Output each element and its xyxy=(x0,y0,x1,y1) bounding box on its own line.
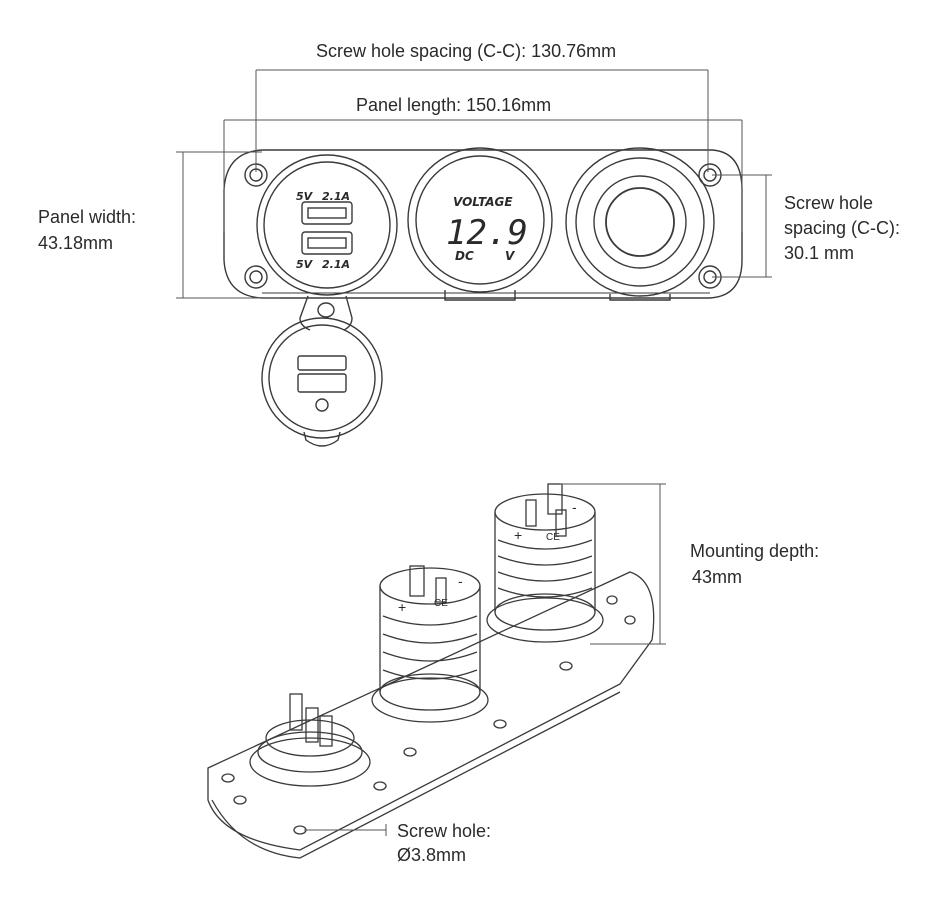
dimension-lines xyxy=(176,69,772,299)
voltmeter-unit-label: V xyxy=(505,249,516,263)
voltmeter xyxy=(407,147,553,301)
usb-dust-cap xyxy=(261,295,383,447)
screw-hole-bottom-left xyxy=(244,265,268,289)
power-socket xyxy=(565,147,715,301)
plate-holes xyxy=(221,595,636,835)
usb-top-current: 2.1A xyxy=(322,190,350,203)
front-view xyxy=(223,147,743,447)
usb-bottom-current: 2.1A xyxy=(322,258,350,271)
terminal-plus-rear: + xyxy=(514,527,522,543)
front-socket xyxy=(249,693,371,787)
screw-spacing-length-label: Screw hole spacing (C-C): 130.76mm xyxy=(316,41,617,61)
ce-mark-middle: CE xyxy=(434,598,448,609)
middle-socket xyxy=(371,565,489,723)
screw-hole-line2: Ø3.8mm xyxy=(397,845,467,865)
dimension-lines-perspective xyxy=(304,483,666,836)
panel-plate xyxy=(207,571,655,851)
terminal-minus-middle: - xyxy=(458,573,463,589)
usb-socket xyxy=(256,154,398,296)
panel-width-label-line1: Panel width: xyxy=(38,207,137,227)
mounting-depth-line1: Mounting depth: xyxy=(690,541,820,561)
rear-socket-tall xyxy=(486,483,604,643)
screw-spacing-width-line1: Screw hole xyxy=(784,193,874,213)
ce-mark-rear: CE xyxy=(546,532,560,543)
perspective-view xyxy=(207,483,655,859)
usb-bottom-voltage: 5V xyxy=(296,258,314,271)
screw-spacing-width-line3: 30.1 mm xyxy=(784,243,855,263)
voltmeter-dc-label: DC xyxy=(455,249,474,263)
screw-spacing-width-line2: spacing (C-C): xyxy=(784,218,901,238)
terminal-plus-middle: + xyxy=(398,599,406,615)
usb-top-voltage: 5V xyxy=(296,190,314,203)
screw-hole-line1: Screw hole: xyxy=(397,821,492,841)
voltmeter-title: VOLTAGE xyxy=(453,195,513,209)
panel-length-label: Panel length: 150.16mm xyxy=(356,95,552,115)
mounting-depth-line2: 43mm xyxy=(692,567,743,587)
panel-width-label-line2: 43.18mm xyxy=(38,233,114,253)
terminal-minus-rear: - xyxy=(572,499,577,515)
voltmeter-reading: 12.9 xyxy=(446,213,528,253)
